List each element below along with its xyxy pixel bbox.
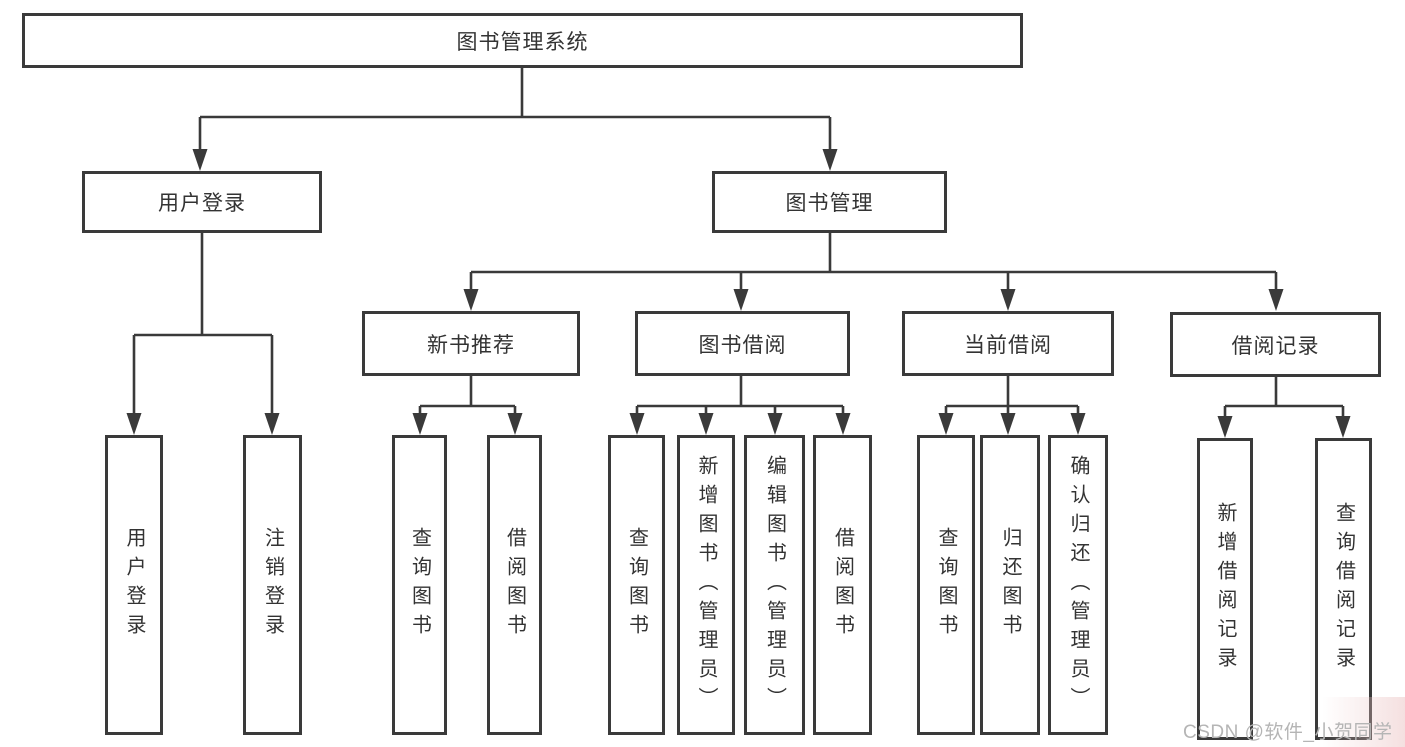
node-new-book-recommend: 新书推荐 xyxy=(362,311,580,376)
leaf-return-book-label: 归还图书 xyxy=(999,527,1021,643)
leaf-edit-book-admin-label: 编辑图书（管理员） xyxy=(763,454,786,716)
leaf-query-book-3-label: 查询图书 xyxy=(935,527,957,643)
leaf-query-book-2-label: 查询图书 xyxy=(625,527,648,643)
leaf-query-book-2: 查询图书 xyxy=(608,435,665,735)
node-borrow-records: 借阅记录 xyxy=(1170,312,1381,377)
leaf-confirm-return-admin: 确认归还（管理员） xyxy=(1048,435,1108,735)
leaf-add-borrow-record: 新增借阅记录 xyxy=(1197,438,1253,740)
leaf-user-login: 用户登录 xyxy=(105,435,163,735)
node-current-borrow: 当前借阅 xyxy=(902,311,1114,376)
node-user-login: 用户登录 xyxy=(82,171,322,233)
leaf-add-borrow-record-label: 新增借阅记录 xyxy=(1214,502,1236,676)
leaf-logout: 注销登录 xyxy=(243,435,302,735)
leaf-confirm-return-admin-label: 确认归还（管理员） xyxy=(1067,454,1089,716)
arrowheads xyxy=(126,149,1351,438)
node-book-borrow: 图书借阅 xyxy=(635,311,850,376)
leaf-query-borrow-record: 查询借阅记录 xyxy=(1315,438,1372,740)
leaf-query-book-1-label: 查询图书 xyxy=(408,527,431,643)
node-root: 图书管理系统 xyxy=(22,13,1023,68)
leaf-add-book-admin: 新增图书（管理员） xyxy=(677,435,735,735)
leaf-user-login-label: 用户登录 xyxy=(123,527,145,643)
leaf-query-book-1: 查询图书 xyxy=(392,435,447,735)
node-book-management: 图书管理 xyxy=(712,171,947,233)
leaf-query-borrow-record-label: 查询借阅记录 xyxy=(1332,502,1355,676)
leaf-borrow-book-1-label: 借阅图书 xyxy=(503,527,526,643)
leaf-borrow-book-2-label: 借阅图书 xyxy=(831,527,854,643)
leaf-borrow-book-1: 借阅图书 xyxy=(487,435,542,735)
leaf-query-book-3: 查询图书 xyxy=(917,435,975,735)
leaf-edit-book-admin: 编辑图书（管理员） xyxy=(744,435,805,735)
leaf-borrow-book-2: 借阅图书 xyxy=(813,435,872,735)
leaf-return-book: 归还图书 xyxy=(980,435,1040,735)
leaf-add-book-admin-label: 新增图书（管理员） xyxy=(695,454,717,716)
leaf-logout-label: 注销登录 xyxy=(261,527,284,643)
watermark-text: CSDN @软件_小贺同学 xyxy=(1183,722,1393,743)
